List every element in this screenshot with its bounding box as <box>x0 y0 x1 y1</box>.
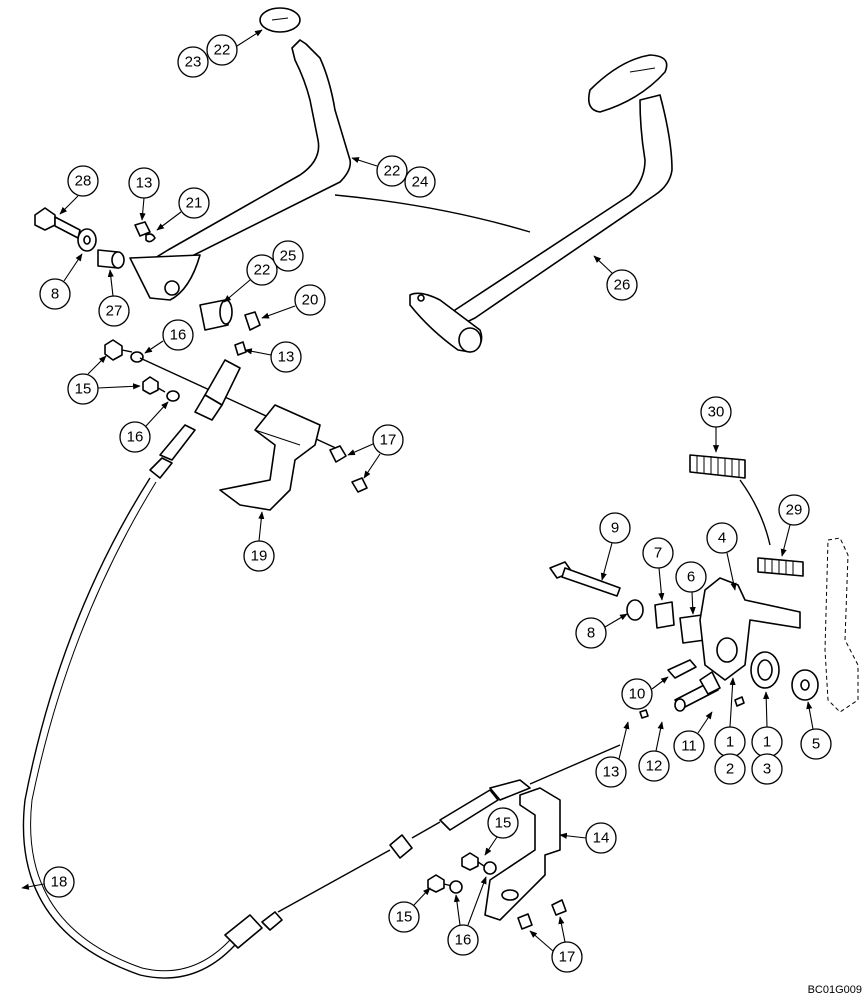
callout-text: 13 <box>278 349 295 366</box>
callout-text: 26 <box>614 277 631 294</box>
callout-8 <box>575 617 607 649</box>
cable-lower <box>224 744 621 949</box>
callout-10 <box>621 678 653 710</box>
cable-bracket-upper <box>104 339 368 511</box>
callout-22 <box>246 254 278 286</box>
callout-text: 3 <box>763 761 771 778</box>
figure-code: BC01G009 <box>807 984 862 996</box>
callout-3 <box>751 753 783 785</box>
callout-7 <box>642 537 674 569</box>
callout-text: 8 <box>51 286 59 303</box>
callouts: 23 22 28 13 21 8 27 22 25 20 <box>21 29 832 973</box>
callout-text: 15 <box>396 909 413 926</box>
callout-23 <box>177 46 209 78</box>
callout-text: 7 <box>654 545 662 562</box>
pedal-right <box>409 54 673 353</box>
callout-2 <box>714 753 746 785</box>
callout-text: 12 <box>646 758 663 775</box>
pedal-left <box>129 7 352 301</box>
callout-text: 22 <box>254 262 271 279</box>
callout-22 <box>206 34 238 66</box>
callout-text: 27 <box>106 303 123 320</box>
callout-text: 25 <box>280 248 297 265</box>
callout-text: 17 <box>380 432 397 449</box>
callout-text: 22 <box>214 42 231 59</box>
callout-text: 13 <box>603 764 620 781</box>
springs <box>689 454 804 577</box>
callout-9 <box>599 512 631 544</box>
hardware-upper-left <box>34 207 261 356</box>
callout-text: 1 <box>726 734 734 751</box>
callout-16 <box>119 421 151 453</box>
callout-text: 21 <box>186 195 203 212</box>
callout-text: 13 <box>136 175 153 192</box>
callout-text: 20 <box>302 292 319 309</box>
callout-text: 15 <box>75 381 92 398</box>
callout-text: 23 <box>185 54 202 71</box>
callout-16 <box>447 924 479 956</box>
callout-11 <box>673 730 705 762</box>
callout-text: 24 <box>412 174 429 191</box>
callout-text: 2 <box>726 761 734 778</box>
callout-text: 16 <box>170 327 187 344</box>
callout-text: 29 <box>786 502 803 519</box>
callout-text: 16 <box>127 429 144 446</box>
callout-21 <box>178 187 210 219</box>
callout-text: 8 <box>587 625 595 642</box>
callout-text: 14 <box>593 830 610 847</box>
callout-text: 5 <box>812 736 820 753</box>
cable <box>22 477 236 979</box>
callout-29 <box>778 494 810 526</box>
lever-assembly <box>549 537 859 719</box>
callout-5 <box>800 728 832 760</box>
callout-text: 30 <box>708 404 725 421</box>
callout-text: 15 <box>495 815 512 832</box>
callout-26 <box>606 269 638 301</box>
callout-20 <box>294 284 326 316</box>
callout-27 <box>98 295 130 327</box>
callout-text: 11 <box>681 738 697 755</box>
callout-16 <box>162 319 194 351</box>
callout-8 <box>39 278 71 310</box>
callout-4 <box>706 522 738 554</box>
callout-text: 22 <box>384 163 401 180</box>
callout-text: 17 <box>559 949 576 966</box>
callout-text: 28 <box>75 173 92 190</box>
callout-6 <box>675 561 707 593</box>
callout-13 <box>270 341 302 373</box>
callout-text: 10 <box>629 686 646 703</box>
callout-text: 18 <box>51 874 68 891</box>
callout-17 <box>551 941 583 973</box>
callout-15 <box>487 807 519 839</box>
callout-13 <box>595 756 627 788</box>
callout-text: 19 <box>251 548 268 565</box>
callout-text: 4 <box>718 530 726 547</box>
callout-22 <box>376 155 408 187</box>
callout-25 <box>272 240 304 272</box>
callout-text: 1 <box>763 734 771 751</box>
callout-text: 9 <box>611 520 619 537</box>
callout-18 <box>43 866 75 898</box>
callout-12 <box>638 750 670 782</box>
callout-text: 16 <box>455 932 472 949</box>
callout-15 <box>67 373 99 405</box>
bracket-lower <box>427 787 567 930</box>
callout-text: 6 <box>687 569 695 586</box>
callout-17 <box>372 424 404 456</box>
callout-15 <box>388 901 420 933</box>
callout-24 <box>404 166 436 198</box>
callout-28 <box>67 165 99 197</box>
